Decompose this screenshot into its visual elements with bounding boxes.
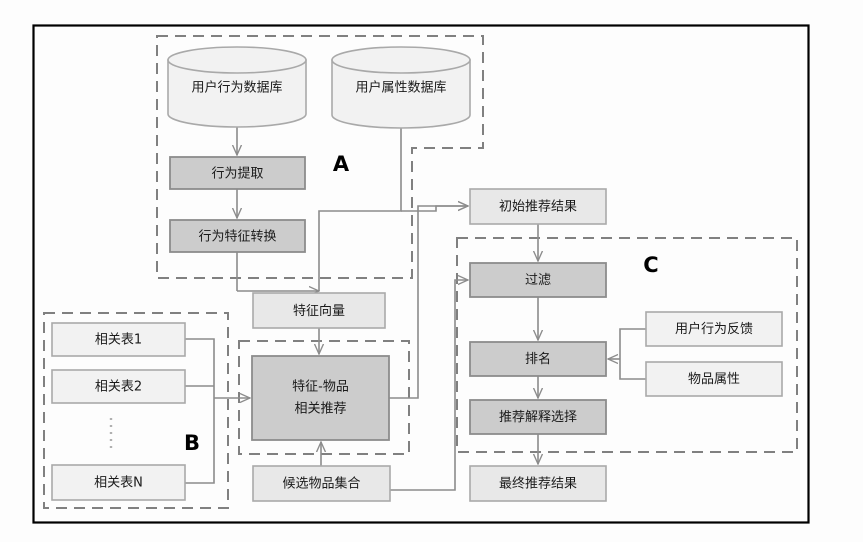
related-table-2[interactable]: 相关表2 xyxy=(51,369,186,404)
candidate-item-set-label: 候选物品集合 xyxy=(282,476,360,492)
user-attribute-database[interactable]: 用户属性数据库 xyxy=(331,46,471,129)
final-recommendation-result-box xyxy=(469,465,607,502)
related-table-n[interactable]: 相关表N xyxy=(51,464,186,501)
ranking-box xyxy=(469,341,607,377)
related-table-n-label: 相关表N xyxy=(94,476,143,491)
behavior-extraction[interactable]: 行为提取 xyxy=(169,156,306,190)
item-attribute[interactable]: 物品属性 xyxy=(645,361,783,397)
feature-vector-label: 特征向量 xyxy=(293,303,345,319)
group-box-a xyxy=(156,35,484,279)
recommendation-explanation-selection[interactable]: 推荐解释选择 xyxy=(469,399,607,435)
candidate-item-set-box xyxy=(252,465,391,502)
feature-item-rec-label-line1: 特征-物品 xyxy=(292,380,349,395)
behavior-extraction-label: 行为提取 xyxy=(211,166,263,182)
final-recommendation-result-label: 最终推荐结果 xyxy=(499,476,577,492)
group-box-c xyxy=(456,237,798,453)
cylinder-body xyxy=(331,59,471,129)
feature-item-rec-label-line2: 相关推荐 xyxy=(294,402,346,417)
edge-item-attr-to-ranking xyxy=(619,359,646,380)
candidate-item-set[interactable]: 候选物品集合 xyxy=(252,465,391,502)
edge-rec-to-initial-result xyxy=(389,206,468,399)
filter[interactable]: 过滤 xyxy=(469,262,607,298)
related-table-2-label: 相关表2 xyxy=(95,380,142,395)
feature-vector[interactable]: 特征向量 xyxy=(252,292,386,329)
behavior-feature-transform-box xyxy=(169,219,306,253)
related-table-1[interactable]: 相关表1 xyxy=(51,322,186,357)
behavior-feature-transform-label: 行为特征转换 xyxy=(198,230,276,245)
related-table-1-label: 相关表1 xyxy=(95,333,142,348)
related-table-2-box xyxy=(51,369,186,404)
initial-recommendation-result-label: 初始推荐结果 xyxy=(499,200,577,215)
item-attribute-box xyxy=(645,361,783,397)
edge-candidate-to-filter xyxy=(390,280,468,491)
filter-label: 过滤 xyxy=(525,273,551,288)
user-behavior-database[interactable]: 用户行为数据库 xyxy=(167,46,307,128)
ranking-label: 排名 xyxy=(525,351,551,367)
filter-box xyxy=(469,262,607,298)
user-attribute-database-label: 用户属性数据库 xyxy=(355,80,446,96)
feature-item-related-recommendation[interactable]: 特征-物品 相关推荐 xyxy=(251,355,390,441)
group-label-a: A xyxy=(333,152,350,176)
recommendation-explanation-selection-box xyxy=(469,399,607,435)
ranking[interactable]: 排名 xyxy=(469,341,607,377)
feature-vector-box xyxy=(252,292,386,329)
behavior-extraction-box xyxy=(169,156,306,190)
behavior-feature-transform[interactable]: 行为特征转换 xyxy=(169,219,306,253)
initial-recommendation-result[interactable]: 初始推荐结果 xyxy=(469,188,607,225)
group-label-c: C xyxy=(643,253,658,277)
user-behavior-database-label: 用户行为数据库 xyxy=(191,80,282,96)
item-attribute-label: 物品属性 xyxy=(688,372,740,387)
related-table-1-box xyxy=(51,322,186,357)
user-behavior-feedback-label: 用户行为反馈 xyxy=(675,321,753,337)
group-label-b: B xyxy=(184,431,200,455)
edge-tablen-to-rec xyxy=(185,398,215,484)
final-recommendation-result[interactable]: 最终推荐结果 xyxy=(469,465,607,502)
user-behavior-feedback[interactable]: 用户行为反馈 xyxy=(645,311,783,347)
edge-db-attr-to-feature-vector xyxy=(319,128,402,291)
related-table-n-box xyxy=(51,464,186,501)
user-behavior-feedback-box xyxy=(645,311,783,347)
cylinder-top xyxy=(331,46,471,74)
cylinder-body xyxy=(167,59,307,128)
group-box-b xyxy=(43,312,229,509)
feature-item-related-recommendation-box xyxy=(251,355,390,441)
edge-feedback-to-ranking xyxy=(619,328,646,359)
edge-table1-to-rec xyxy=(185,338,215,398)
initial-recommendation-result-box xyxy=(469,188,607,225)
cylinder-top xyxy=(167,46,307,74)
recommendation-explanation-selection-label: 推荐解释选择 xyxy=(499,410,577,425)
